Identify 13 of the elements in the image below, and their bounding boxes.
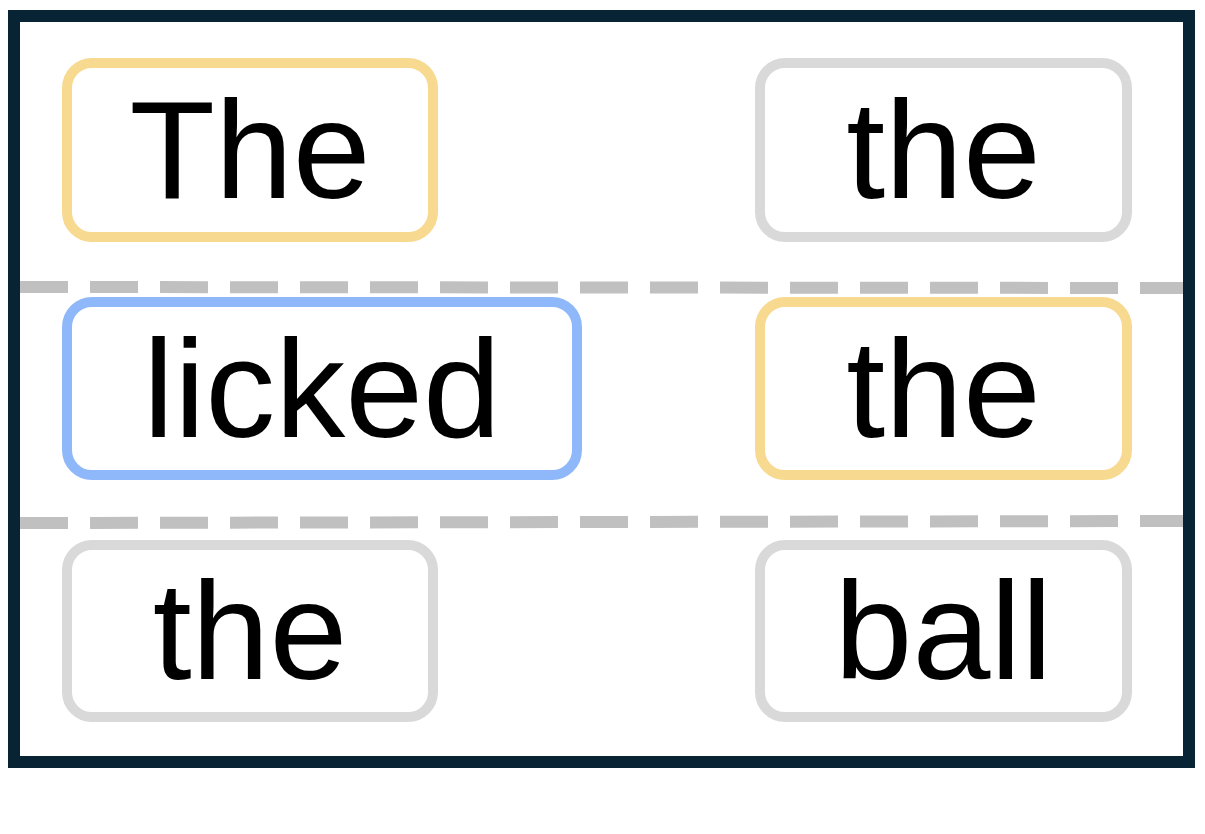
word-box (62, 58, 438, 242)
word-box (755, 297, 1132, 480)
word-text: the (846, 318, 1041, 459)
word-text: ball (834, 561, 1053, 701)
word-text: licked (143, 318, 501, 459)
frame-border (8, 10, 1195, 768)
word-text: The (129, 80, 371, 220)
word-box (755, 540, 1132, 722)
word-text: the (846, 80, 1041, 220)
word-text: the (152, 561, 348, 701)
word-box (755, 58, 1132, 242)
word-box (62, 540, 438, 722)
word-box (62, 297, 582, 480)
